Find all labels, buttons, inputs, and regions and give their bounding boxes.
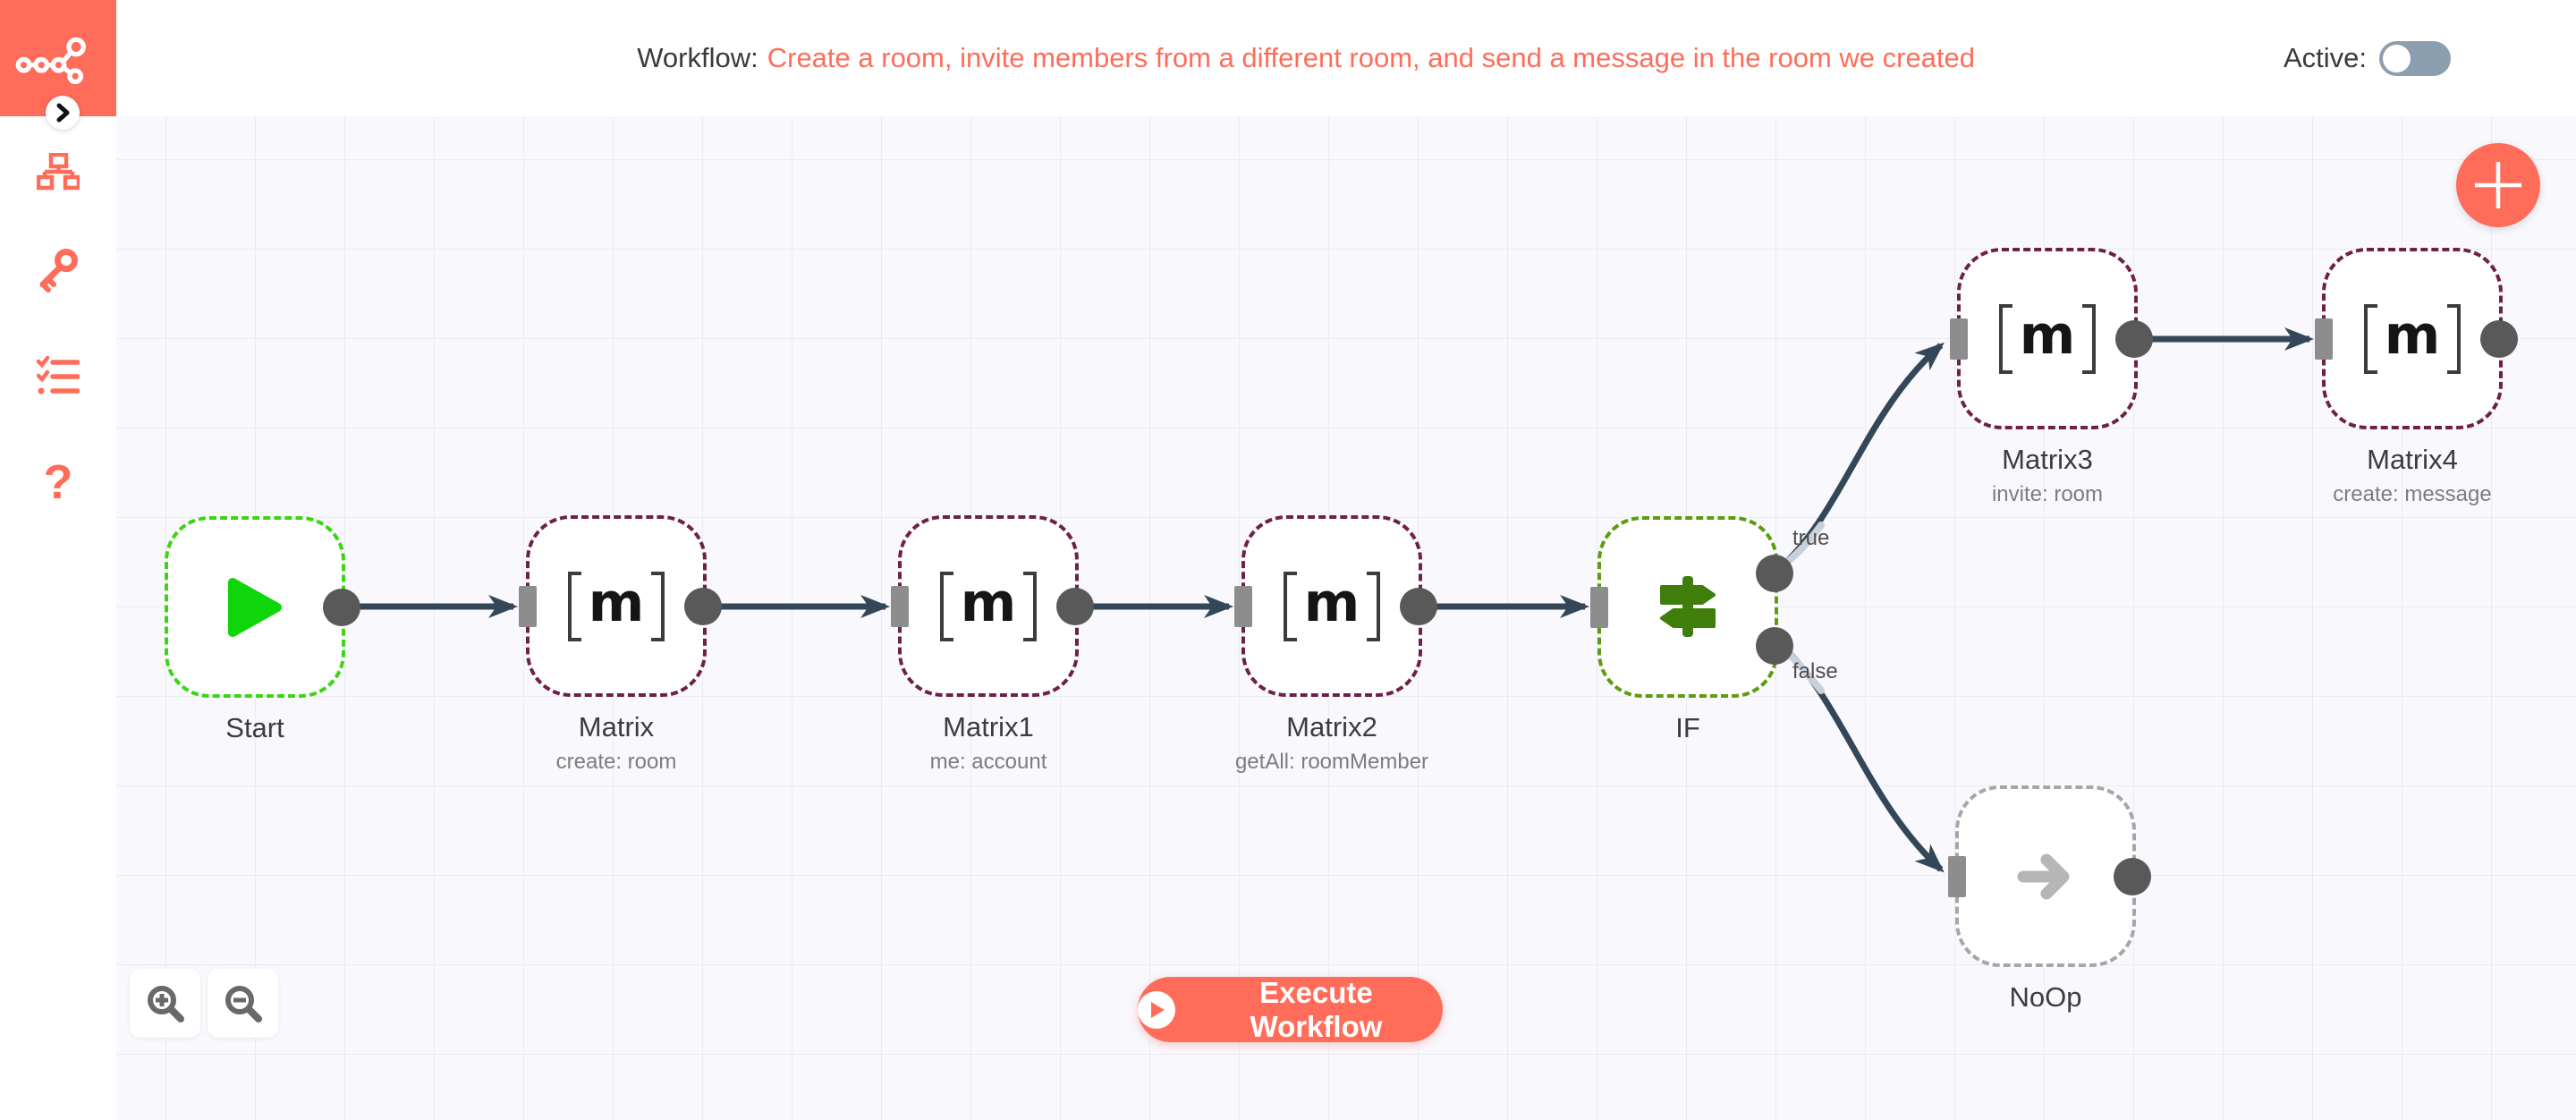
node-if[interactable]: IF bbox=[1590, 516, 1793, 743]
sidebar-item-help[interactable]: ? bbox=[0, 458, 116, 506]
matrix-icon: m bbox=[939, 571, 1038, 641]
bracket-left bbox=[2363, 303, 2377, 374]
active-toggle[interactable] bbox=[2379, 40, 2451, 76]
zoom-in-icon bbox=[147, 985, 184, 1022]
node-label: Matrix3 bbox=[2002, 444, 2093, 475]
node-label: IF bbox=[1675, 712, 1700, 743]
sidebar-item-workflows[interactable] bbox=[0, 153, 116, 191]
play-icon bbox=[228, 577, 282, 637]
output-port[interactable] bbox=[1056, 587, 1094, 625]
chevron-right-icon bbox=[56, 103, 70, 123]
execute-workflow-button[interactable]: Execute Workflow bbox=[1138, 976, 1443, 1043]
output-port[interactable] bbox=[323, 588, 360, 626]
workflows-icon bbox=[37, 153, 80, 191]
output-port[interactable] bbox=[684, 587, 722, 625]
node-label: NoOp bbox=[2009, 981, 2082, 1013]
header: Workflow: Create a room, invite members … bbox=[116, 0, 2576, 116]
node-noop[interactable]: NoOp bbox=[1948, 785, 2151, 1013]
signpost-icon bbox=[1660, 575, 1716, 637]
input-port[interactable] bbox=[519, 585, 537, 627]
bracket-right bbox=[651, 571, 665, 641]
node-subtitle: me: account bbox=[929, 750, 1047, 774]
plus-icon bbox=[2475, 162, 2521, 208]
bracket-right bbox=[2447, 303, 2462, 374]
sidebar-expand-button[interactable] bbox=[46, 96, 80, 130]
toggle-knob bbox=[2383, 44, 2411, 72]
node-label: Matrix1 bbox=[943, 711, 1034, 742]
node-label: Matrix2 bbox=[1286, 711, 1377, 742]
input-port[interactable] bbox=[1234, 585, 1252, 627]
output-port[interactable] bbox=[2115, 319, 2153, 358]
node-label: Start bbox=[225, 712, 284, 743]
zoom-out-button[interactable] bbox=[208, 969, 278, 1038]
node-matrix3[interactable]: m Matrix3 invite: room bbox=[1950, 248, 2153, 506]
output-port-true[interactable] bbox=[1756, 555, 1793, 592]
node-matrix4[interactable]: m Matrix4 create: message bbox=[2315, 248, 2518, 506]
bracket-right bbox=[1367, 571, 1381, 641]
input-port[interactable] bbox=[1950, 318, 1968, 360]
matrix-icon: m bbox=[1998, 303, 2097, 374]
node-label: Matrix bbox=[578, 711, 655, 742]
input-port[interactable] bbox=[1590, 586, 1608, 628]
matrix-icon: m bbox=[1283, 571, 1381, 641]
bracket-left bbox=[567, 571, 581, 641]
output-port[interactable] bbox=[1400, 587, 1437, 625]
output-port[interactable] bbox=[2114, 857, 2151, 895]
input-port[interactable] bbox=[891, 585, 909, 627]
sidebar-item-credentials[interactable] bbox=[0, 248, 116, 294]
workflow-title-label: Workflow: bbox=[637, 42, 758, 73]
node-start[interactable]: Start bbox=[165, 516, 360, 743]
workflow-title: Workflow: Create a room, invite members … bbox=[637, 0, 1975, 116]
node-matrix2[interactable]: m Matrix2 getAll: roomMember bbox=[1234, 515, 1437, 774]
connection-label-true: true bbox=[1792, 526, 1830, 550]
workflow-canvas[interactable]: Start m Matrix create: room m Matrix1 me… bbox=[116, 116, 2576, 1120]
checklist-icon bbox=[37, 356, 80, 395]
node-label: Matrix4 bbox=[2367, 444, 2458, 475]
node-subtitle: create: room bbox=[555, 750, 677, 774]
arrow-right-icon bbox=[2017, 853, 2070, 899]
zoom-out-icon bbox=[225, 985, 262, 1022]
input-port[interactable] bbox=[1948, 855, 1966, 897]
matrix-icon: m bbox=[2363, 303, 2462, 374]
sidebar-item-executions[interactable] bbox=[0, 356, 116, 397]
node-matrix[interactable]: m Matrix create: room bbox=[519, 515, 722, 774]
node-subtitle: getAll: roomMember bbox=[1234, 750, 1429, 774]
output-port-false[interactable] bbox=[1756, 627, 1793, 665]
node-subtitle: invite: room bbox=[1991, 482, 2104, 506]
n8n-logo-icon bbox=[15, 37, 86, 85]
add-node-button[interactable] bbox=[2456, 143, 2540, 227]
active-label: Active: bbox=[2283, 42, 2367, 73]
key-icon bbox=[39, 249, 78, 293]
bracket-left bbox=[1998, 303, 2012, 374]
zoom-in-button[interactable] bbox=[130, 969, 200, 1038]
help-icon: ? bbox=[43, 455, 73, 509]
workflow-title-text[interactable]: Create a room, invite members from a dif… bbox=[767, 42, 1976, 73]
active-toggle-group: Active: bbox=[2284, 0, 2451, 116]
bracket-left bbox=[939, 571, 953, 641]
node-subtitle: create: message bbox=[2333, 482, 2492, 506]
output-port[interactable] bbox=[2480, 319, 2518, 358]
bracket-right bbox=[1023, 571, 1038, 641]
bracket-right bbox=[2082, 303, 2097, 374]
play-circle-icon bbox=[1138, 990, 1175, 1029]
matrix-icon: m bbox=[567, 571, 665, 641]
connection-label-false: false bbox=[1792, 659, 1838, 683]
bracket-left bbox=[1283, 571, 1297, 641]
node-matrix1[interactable]: m Matrix1 me: account bbox=[891, 515, 1094, 774]
sidebar: ? bbox=[0, 0, 116, 1120]
input-port[interactable] bbox=[2315, 318, 2333, 360]
